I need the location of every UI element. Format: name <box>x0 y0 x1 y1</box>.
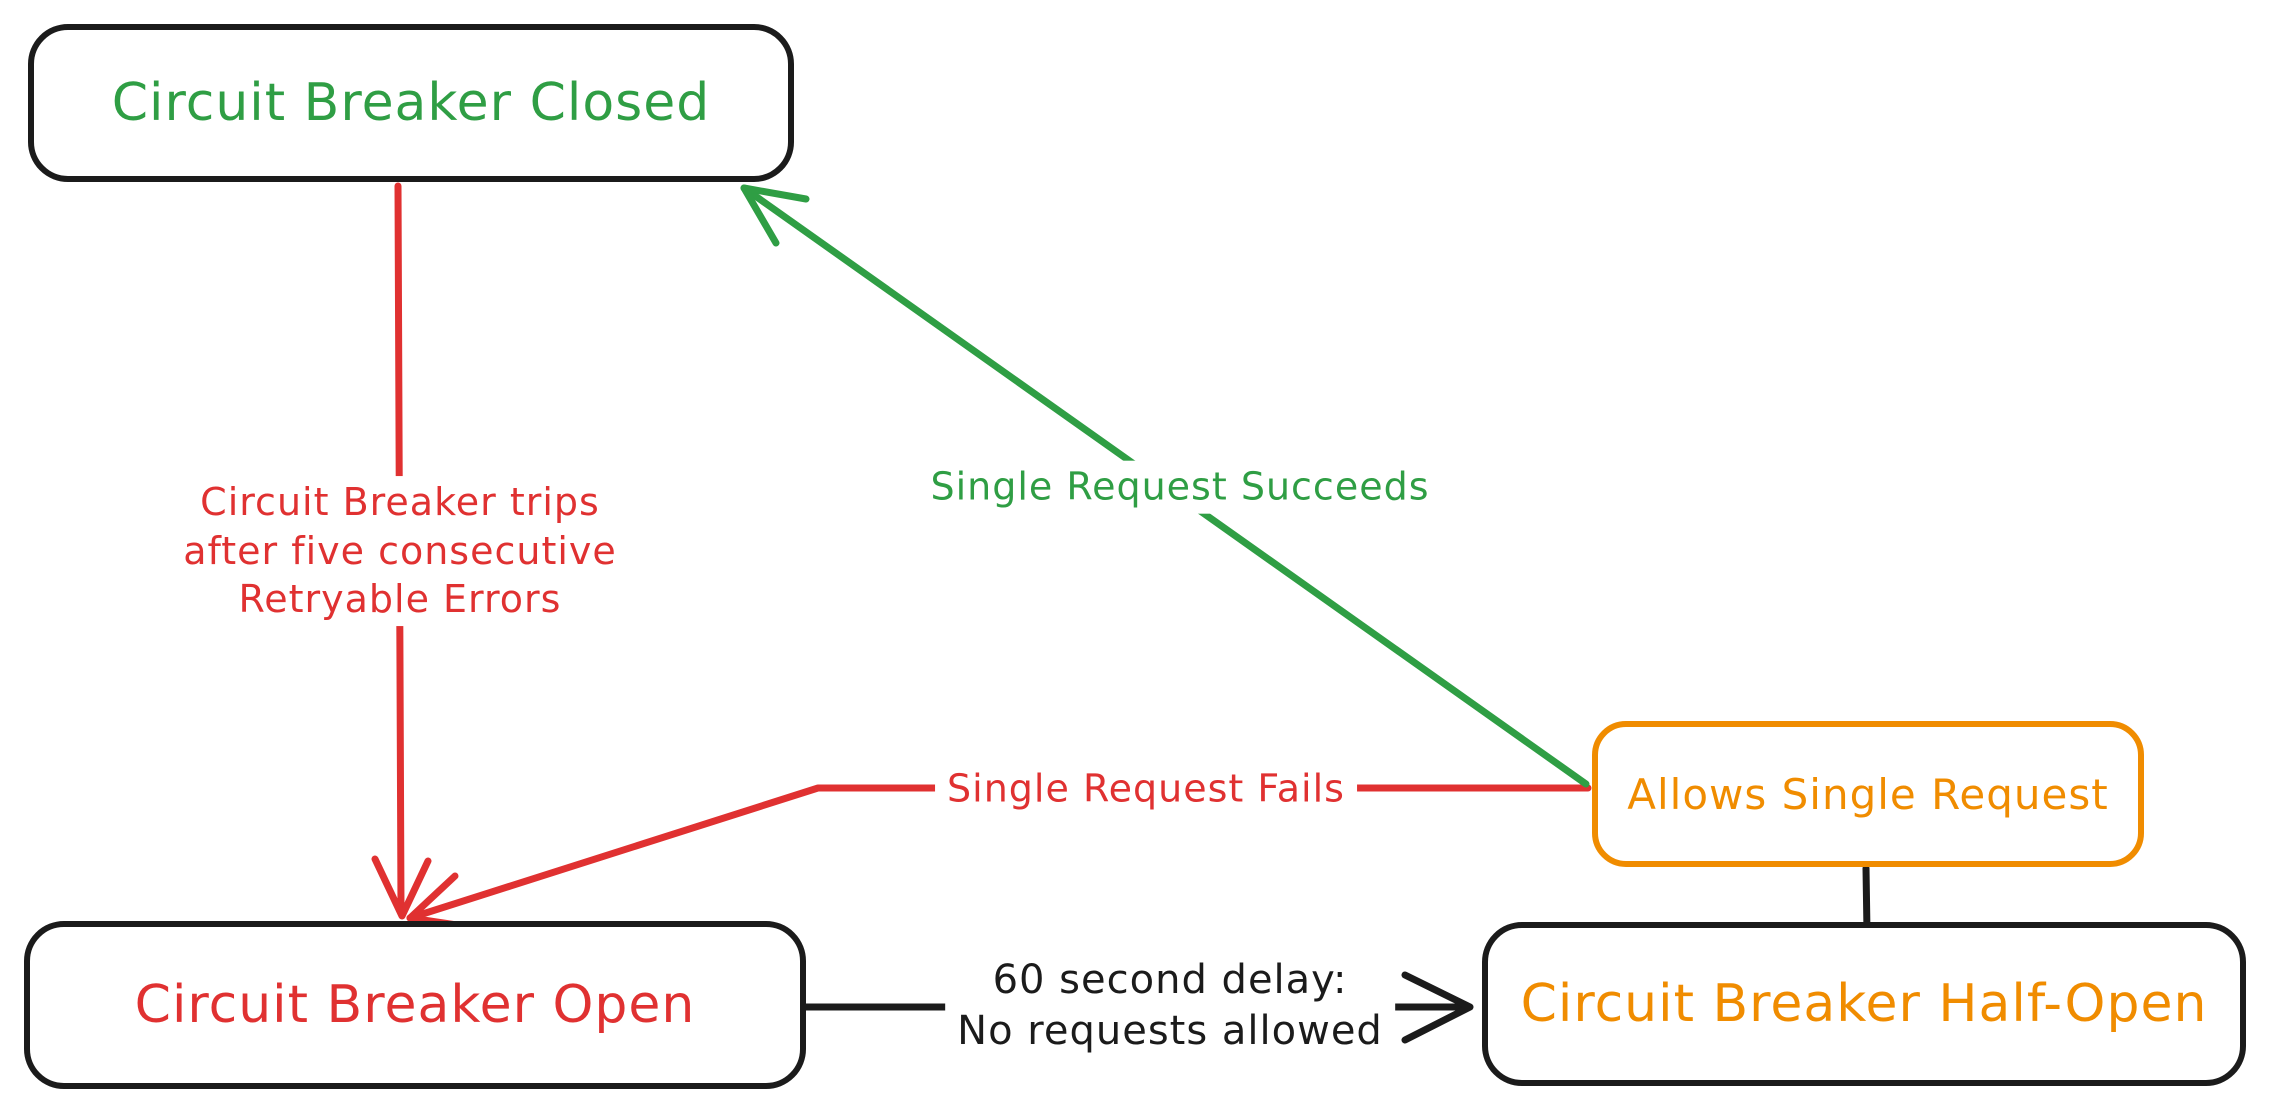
node-circuit-breaker-closed: Circuit Breaker Closed <box>28 24 794 182</box>
edge-succeeds-arrowhead-icon <box>740 184 810 247</box>
edge-trips-arrowhead-icon <box>371 855 432 920</box>
node-circuit-breaker-open: Circuit Breaker Open <box>24 921 806 1089</box>
edge-label-succeeds: Single Request Succeeds <box>918 460 1442 514</box>
node-half-open-label: Circuit Breaker Half-Open <box>1520 974 2208 1034</box>
edge-label-trips-line2: after five consecutive <box>183 528 617 573</box>
edge-label-delay-line2: No requests allowed <box>957 1008 1383 1054</box>
edge-delay-arrowhead-icon <box>1401 971 1474 1044</box>
edge-label-trips-line3: Retryable Errors <box>238 577 562 622</box>
edge-label-delay: 60 second delay: No requests allowed <box>945 952 1395 1060</box>
node-circuit-breaker-half-open: Circuit Breaker Half-Open <box>1482 922 2246 1086</box>
node-allows-label: Allows Single Request <box>1627 769 2109 819</box>
node-open-label: Circuit Breaker Open <box>134 975 696 1035</box>
node-closed-label: Circuit Breaker Closed <box>111 73 711 133</box>
edge-label-delay-line1: 60 second delay: <box>992 956 1348 1003</box>
edge-label-trips-line1: Circuit Breaker trips <box>200 480 600 525</box>
edge-label-trips: Circuit Breaker trips after five consecu… <box>171 476 629 626</box>
edge-allows-halfopen-connector <box>1862 864 1871 936</box>
edge-label-fails: Single Request Fails <box>935 762 1357 816</box>
node-allows-single-request: Allows Single Request <box>1592 721 2144 867</box>
